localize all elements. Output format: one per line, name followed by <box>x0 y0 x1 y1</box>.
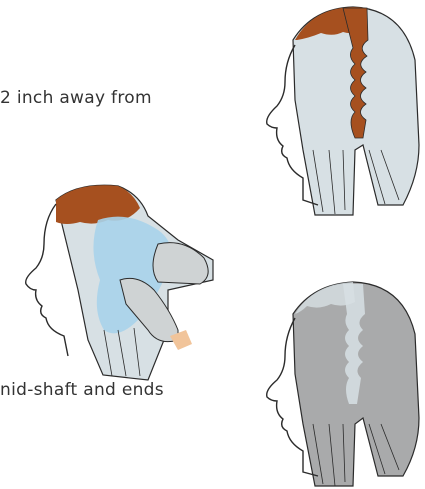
head-copper-foil-icon <box>243 0 425 220</box>
head-grey-hair-icon <box>243 278 425 489</box>
instruction-caption-top: 2 inch away from <box>0 88 152 108</box>
hands-applying-color-icon <box>8 180 218 385</box>
